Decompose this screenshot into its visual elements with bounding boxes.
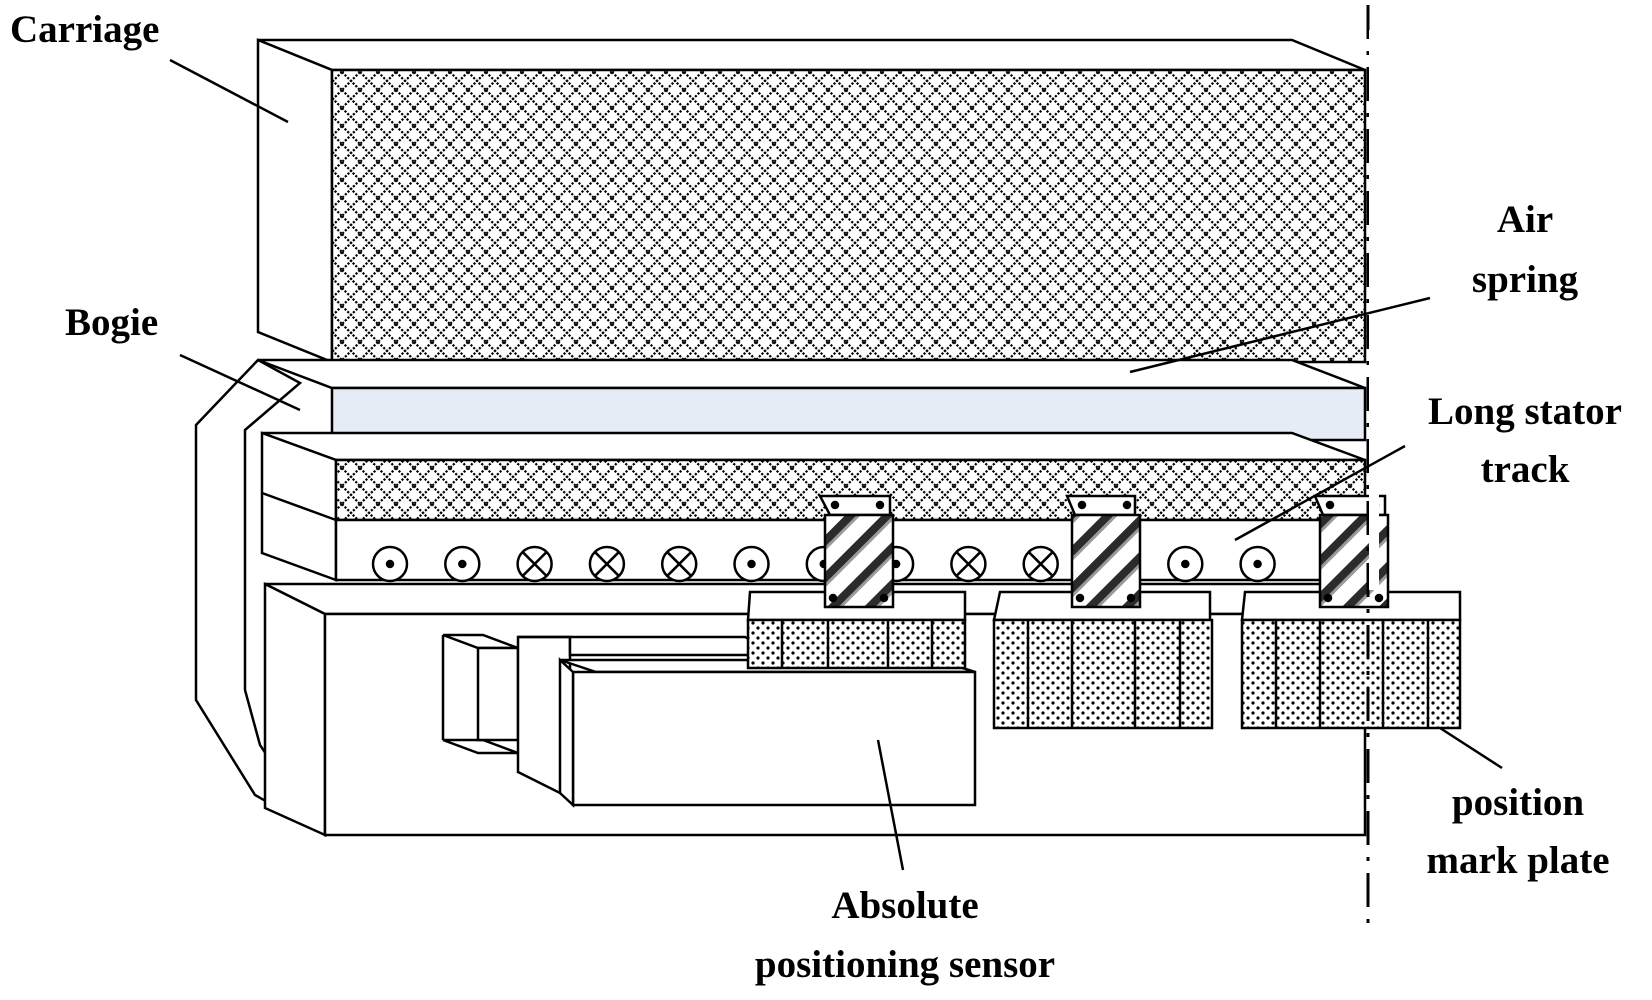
stator-winding-out (1167, 545, 1204, 583)
stator-winding-in (660, 545, 698, 583)
leader-carriage (169, 58, 289, 124)
label-sensor-1: Absolute (831, 884, 978, 927)
label-bogie: Bogie (65, 301, 158, 344)
position-mark-plate-3 (1240, 590, 1462, 730)
sensor-coil-1 (817, 494, 895, 609)
sensor-box-side (558, 657, 575, 808)
carriage-side-face (256, 38, 334, 364)
leader-long-stator (1234, 444, 1406, 542)
carriage-front-face (330, 68, 1367, 364)
bogie-top-face (257, 358, 1366, 390)
position-mark-plate-2 (992, 590, 1214, 730)
sensor-coils (817, 494, 1390, 609)
leader-sensor (876, 739, 905, 871)
label-position-mark-2: mark plate (1426, 839, 1609, 882)
stator-winding-out (733, 545, 770, 583)
label-long-stator-1: Long stator (1428, 390, 1622, 433)
sensor-coil-2 (1065, 494, 1142, 609)
carriage-top-face (257, 38, 1366, 72)
leader-bogie (179, 353, 301, 412)
guideway-side-face (263, 581, 327, 837)
sensor-coil-3 (1313, 494, 1390, 609)
label-sensor-2: positioning sensor (755, 943, 1055, 986)
stator-winding-out (371, 545, 409, 583)
leader-lines (169, 58, 1503, 871)
label-carriage: Carriage (10, 8, 159, 51)
stator-winding-in (950, 545, 987, 583)
carriage-body (256, 38, 1367, 364)
stator-winding-out (1239, 545, 1276, 583)
leader-position-mark (1439, 726, 1503, 770)
stator-winding-out (444, 545, 481, 583)
stator-winding-in (516, 545, 553, 583)
sensor-box-front (571, 670, 977, 807)
stator-winding-in (1022, 545, 1059, 583)
stator-winding-in (588, 545, 626, 583)
label-air-spring-1: Air (1497, 198, 1553, 241)
labels: Carriage Air spring Bogie Long stator tr… (10, 8, 1622, 986)
leader-air-spring (1129, 296, 1431, 374)
long-stator-track (260, 431, 1367, 583)
label-position-mark-1: position (1452, 781, 1585, 824)
label-air-spring-2: spring (1472, 258, 1579, 301)
label-long-stator-2: track (1481, 448, 1570, 491)
stator-top-face (261, 431, 1366, 462)
